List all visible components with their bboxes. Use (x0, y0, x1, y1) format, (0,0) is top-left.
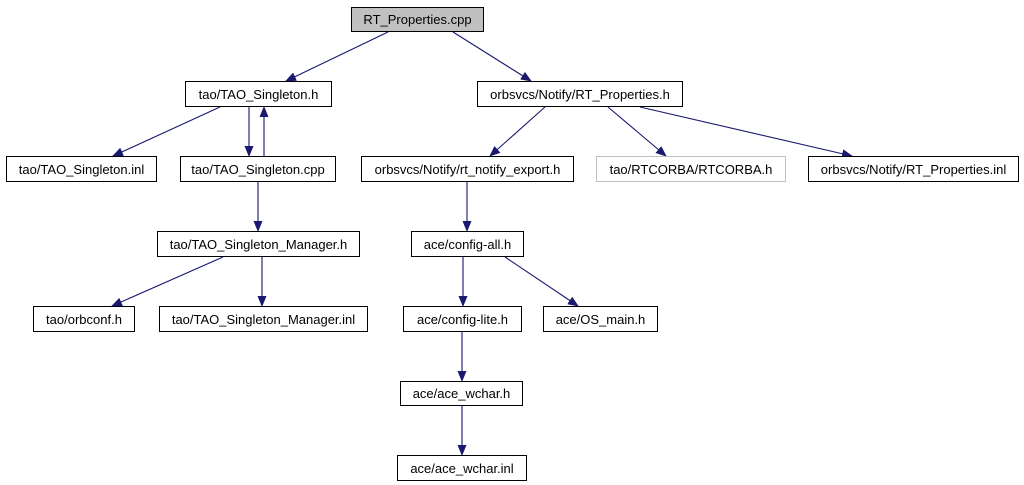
graph-node-label: tao/orbconf.h (46, 311, 122, 327)
graph-node-label: ace/config-lite.h (416, 311, 509, 327)
graph-node-ace_config_all_h[interactable]: ace/config-all.h (411, 231, 524, 257)
edge-rt_properties_cpp-to-rt_properties_h (452, 31, 532, 82)
graph-node-label: orbsvcs/Notify/RT_Properties.h (490, 86, 670, 102)
edge-rt_properties_h-to-rtcorba_h (607, 106, 667, 157)
graph-node-ace_ace_wchar_h[interactable]: ace/ace_wchar.h (400, 381, 523, 406)
edge-tao_singleton_h-to-tao_singleton_inl (112, 106, 221, 157)
graph-node-label: RT_Properties.cpp (363, 12, 472, 27)
graph-node-label: orbsvcs/Notify/rt_notify_export.h (374, 161, 561, 177)
graph-node-label: ace/ace_wchar.h (412, 386, 511, 401)
graph-node-label: orbsvcs/Notify/RT_Properties.inl (820, 161, 1007, 177)
graph-node-label: tao/TAO_Singleton_Manager.h (169, 236, 348, 252)
graph-node-ace_os_main_h[interactable]: ace/OS_main.h (543, 306, 658, 332)
graph-node-label: ace/ace_wchar.inl (410, 460, 514, 476)
graph-node-tao_singleton_h[interactable]: tao/TAO_Singleton.h (185, 81, 332, 107)
graph-node-ace_ace_wchar_inl[interactable]: ace/ace_wchar.inl (397, 455, 527, 481)
graph-node-rt_notify_export_h[interactable]: orbsvcs/Notify/rt_notify_export.h (361, 156, 574, 182)
edge-tao_singleton_manager_h-to-tao_orbconf_h (111, 256, 224, 307)
graph-node-ace_config_lite_h[interactable]: ace/config-lite.h (403, 306, 522, 332)
graph-node-tao_singleton_inl[interactable]: tao/TAO_Singleton.inl (6, 156, 157, 182)
edge-rt_properties_h-to-rt_notify_export_h (489, 106, 546, 157)
graph-node-rt_properties_h[interactable]: orbsvcs/Notify/RT_Properties.h (477, 81, 683, 107)
graph-node-rt_properties_cpp: RT_Properties.cpp (351, 7, 484, 32)
graph-node-tao_orbconf_h[interactable]: tao/orbconf.h (33, 306, 135, 332)
graph-node-tao_singleton_manager_inl[interactable]: tao/TAO_Singleton_Manager.inl (159, 306, 368, 332)
edge-rt_properties_h-to-rt_properties_inl (639, 106, 853, 159)
graph-node-rtcorba_h: tao/RTCORBA/RTCORBA.h (596, 156, 786, 182)
graph-node-label: tao/RTCORBA/RTCORBA.h (609, 161, 773, 177)
graph-node-label: tao/TAO_Singleton.inl (18, 161, 145, 177)
graph-node-tao_singleton_cpp[interactable]: tao/TAO_Singleton.cpp (180, 156, 336, 182)
graph-node-label: tao/TAO_Singleton.h (198, 86, 319, 102)
graph-node-label: tao/TAO_Singleton.cpp (191, 161, 325, 177)
edge-ace_config_all_h-to-ace_os_main_h (504, 256, 579, 307)
graph-node-label: ace/config-all.h (423, 236, 512, 252)
graph-node-label: ace/OS_main.h (555, 311, 646, 327)
graph-node-rt_properties_inl[interactable]: orbsvcs/Notify/RT_Properties.inl (808, 156, 1019, 182)
edge-rt_properties_cpp-to-tao_singleton_h (285, 31, 389, 82)
graph-node-label: tao/TAO_Singleton_Manager.inl (171, 311, 356, 327)
graph-node-tao_singleton_manager_h[interactable]: tao/TAO_Singleton_Manager.h (157, 231, 360, 257)
